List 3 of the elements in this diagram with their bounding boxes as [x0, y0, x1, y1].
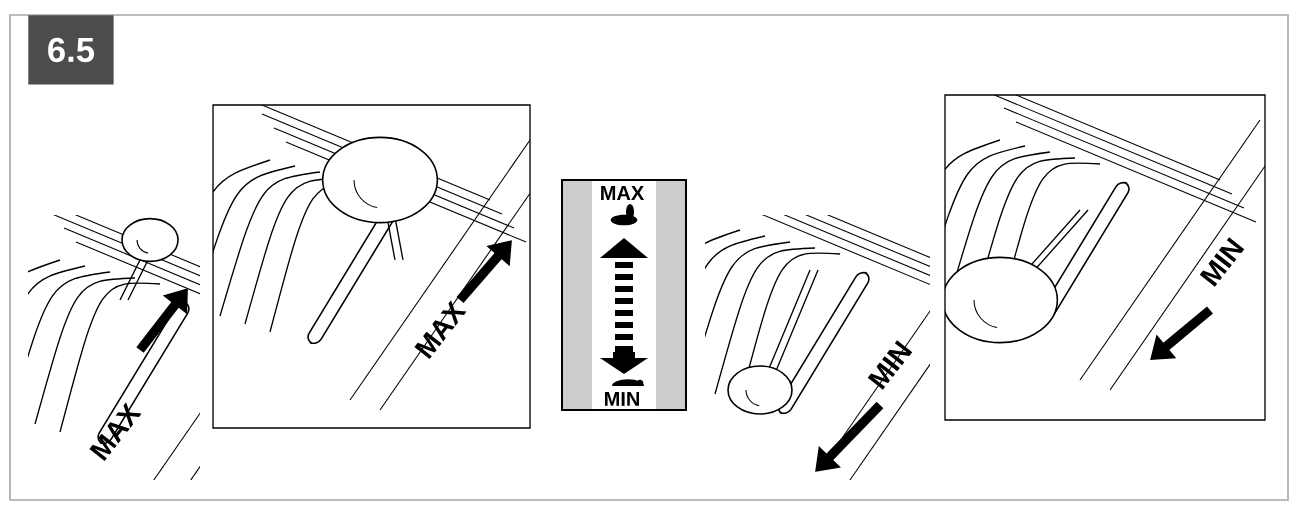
direction-label: MIN [605, 392, 639, 406]
direction-label: MAX [601, 186, 645, 200]
section-number: 6.5 [28, 15, 114, 85]
